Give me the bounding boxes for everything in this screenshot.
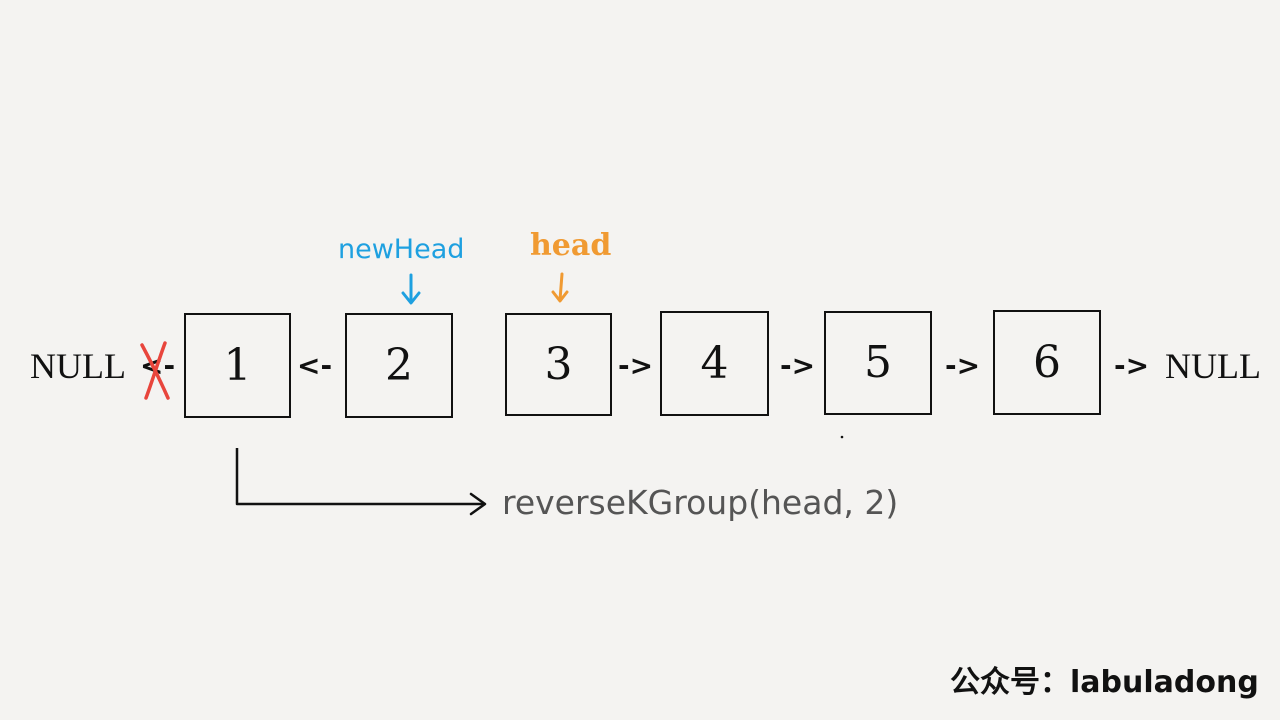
stray-dot: [840, 435, 844, 439]
link-3-4: ->: [618, 349, 654, 382]
node-5-value: 5: [864, 337, 892, 388]
list-node-5: 5: [824, 311, 932, 415]
left-null-label: NULL: [30, 346, 126, 386]
link-5-6: ->: [945, 349, 981, 382]
right-null-label: NULL: [1165, 346, 1261, 386]
head-down-arrow: [551, 272, 569, 303]
list-node-3: 3: [505, 313, 612, 416]
recursive-call-label: reverseKGroup(head, 2): [502, 483, 899, 522]
new-head-label: newHead: [338, 234, 465, 265]
link-6-null: ->: [1114, 349, 1150, 382]
list-node-1: 1: [184, 313, 291, 418]
watermark: 公众号：labuladong: [950, 665, 1259, 700]
list-node-2: 2: [345, 313, 453, 418]
head-label: head: [530, 228, 612, 263]
cross-mark-icon: [140, 341, 170, 400]
link-1-2: <-: [297, 349, 333, 382]
recursive-call-arrow: [235, 448, 487, 516]
list-node-4: 4: [660, 311, 769, 416]
node-2-value: 2: [385, 339, 413, 391]
node-4-value: 4: [700, 337, 729, 389]
link-4-5: ->: [780, 349, 816, 382]
node-6-value: 6: [1033, 336, 1061, 388]
list-node-6: 6: [993, 310, 1101, 415]
node-1-value: 1: [223, 339, 252, 391]
node-3-value: 3: [544, 338, 573, 390]
new-head-down-arrow: [401, 273, 421, 305]
